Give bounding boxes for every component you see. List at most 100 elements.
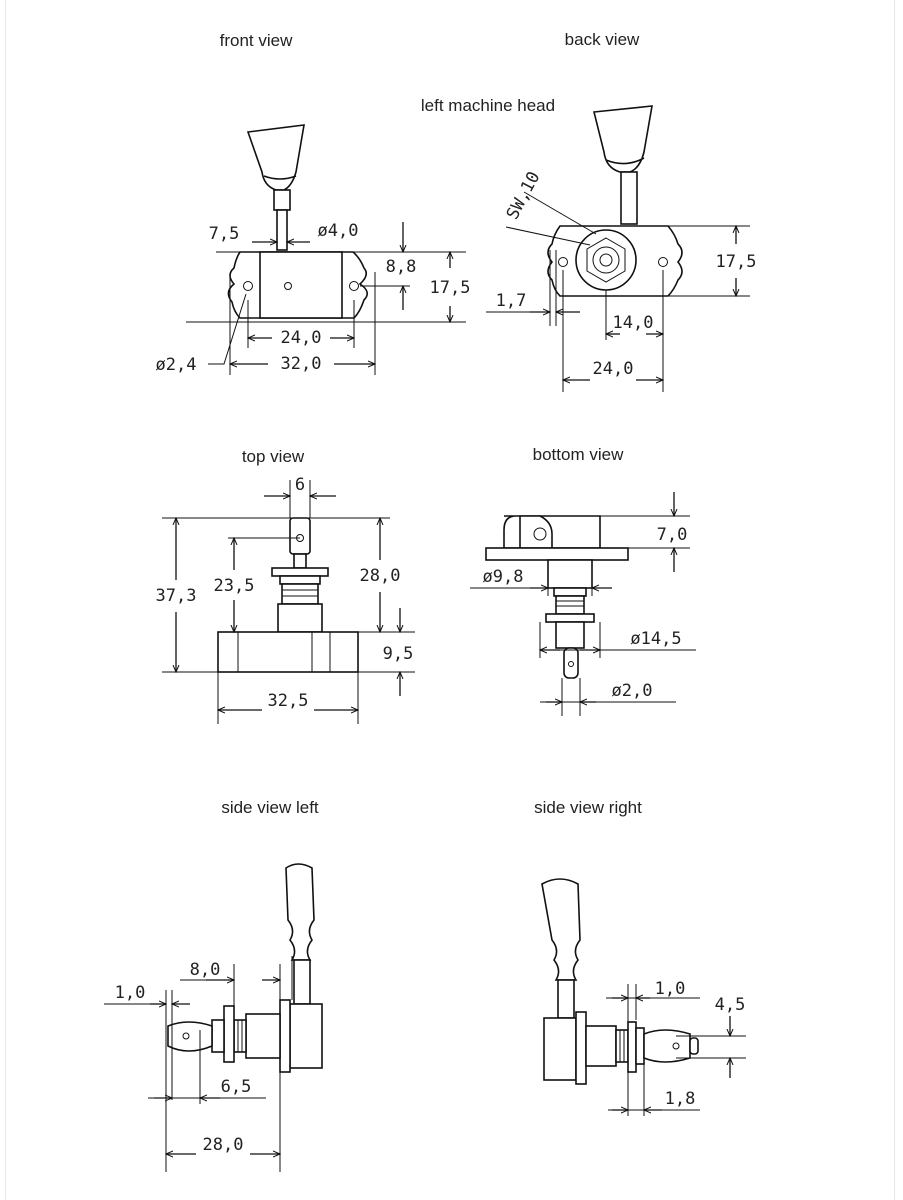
top-housing — [217, 631, 359, 673]
side-left-plate — [279, 999, 291, 1073]
front-dim-dia-2-4: ø2,4 — [156, 355, 197, 375]
front-housing — [259, 251, 343, 319]
side-right-button-shaft — [557, 979, 575, 1019]
top-view-title: top view — [242, 447, 305, 466]
side-left-button-shaft — [293, 959, 311, 1005]
top-dim-28: 28,0 — [360, 566, 401, 586]
front-screw-hole-left — [243, 281, 253, 291]
bottom-post-hole — [568, 661, 574, 667]
side-right-post-hole — [672, 1042, 680, 1050]
front-button-ferrule — [263, 175, 297, 180]
side-view-left-title: side view left — [221, 798, 319, 817]
side-view-right-title: side view right — [534, 798, 642, 817]
front-shaft-collar — [273, 189, 291, 211]
bottom-view: 7,0 ø9,8 ø14,5 ø2,0 — [470, 492, 696, 716]
top-thread — [281, 583, 319, 605]
side-left-post-hole — [182, 1032, 190, 1040]
side-right-post-tip — [689, 1037, 699, 1055]
side-right-button — [541, 878, 581, 981]
back-button-ferrule — [605, 157, 645, 165]
back-dim-1-7: 1,7 — [496, 291, 527, 311]
side-left-button — [285, 863, 315, 961]
side-right-dim-4-5: 4,5 — [715, 995, 746, 1015]
back-gear-housing — [575, 229, 637, 291]
bottom-nut — [545, 613, 595, 623]
back-post-hole — [599, 253, 613, 267]
bottom-washer — [553, 587, 587, 597]
front-dim-8-8: 8,8 — [386, 257, 417, 277]
side-right-housing — [543, 1017, 577, 1081]
front-dim-dia-4: ø4,0 — [318, 221, 359, 241]
bottom-tab — [519, 515, 553, 549]
back-dim-sw-10: SW,10 — [503, 168, 545, 223]
top-post-neck — [293, 553, 307, 569]
front-dim-32: 32,0 — [281, 354, 322, 374]
side-right-dim-1: 1,0 — [655, 979, 686, 999]
front-shaft — [276, 209, 288, 251]
front-view-title: front view — [220, 31, 293, 50]
front-dim-7-5: 7,5 — [209, 224, 240, 244]
bottom-thread — [555, 595, 585, 615]
bottom-tab-hole — [533, 527, 547, 541]
top-washer — [279, 575, 321, 585]
front-screw-hole-right — [349, 281, 359, 291]
top-post — [289, 517, 311, 555]
back-dim-17-5: 17,5 — [716, 252, 757, 272]
back-bushing — [592, 246, 620, 274]
side-view-left: 8,0 1,0 6,5 28,0 — [104, 863, 323, 1172]
side-left-housing — [289, 1003, 323, 1069]
back-view-title: back view — [565, 30, 640, 49]
side-right-washer — [635, 1027, 645, 1065]
side-view-right: 1,0 4,5 1,8 — [541, 878, 746, 1116]
front-center-dot — [284, 282, 292, 290]
side-right-nut — [627, 1021, 637, 1073]
side-right-post — [643, 1029, 691, 1063]
top-dim-23-5: 23,5 — [214, 576, 255, 596]
bottom-dim-dia-9-8: ø9,8 — [483, 567, 524, 587]
top-nut — [271, 567, 329, 577]
side-left-dim-1: 1,0 — [115, 983, 146, 1003]
bottom-bushing — [547, 559, 593, 589]
bottom-view-title: bottom view — [533, 445, 624, 464]
side-right-plate — [575, 1011, 587, 1085]
front-view: 7,5 ø4,0 8,8 17,5 24,0 32,0 ø2,4 — [156, 124, 471, 375]
top-dim-9-5: 9,5 — [383, 644, 414, 664]
side-left-bushing — [245, 1013, 281, 1059]
side-right-bushing — [585, 1025, 617, 1067]
side-left-dim-6-5: 6,5 — [221, 1077, 252, 1097]
bottom-dim-7: 7,0 — [657, 525, 688, 545]
sheet-frame — [5, 0, 895, 1200]
side-right-thread — [615, 1029, 629, 1063]
back-dim-14: 14,0 — [613, 313, 654, 333]
front-dim-24: 24,0 — [281, 328, 322, 348]
bottom-dim-dia-14-5: ø14,5 — [630, 629, 681, 649]
back-screw-hole-left — [558, 257, 568, 267]
bottom-plate — [485, 547, 629, 561]
front-button-shape — [246, 124, 305, 191]
left-machine-head-heading: left machine head — [421, 96, 555, 115]
side-right-dim-1-8: 1,8 — [665, 1089, 696, 1109]
top-dim-6: 6 — [295, 475, 305, 495]
bottom-post — [563, 647, 579, 679]
back-hex-nut — [586, 237, 626, 283]
bottom-post-base — [555, 621, 585, 649]
front-leader-dia-2-4 — [208, 293, 247, 365]
top-view: 6 37,3 23,5 28,0 9,5 32,5 — [156, 475, 415, 724]
back-shaft — [620, 171, 638, 225]
front-dim-17-5: 17,5 — [430, 278, 471, 298]
side-left-dim-28: 28,0 — [203, 1135, 244, 1155]
side-left-post — [167, 1021, 213, 1052]
side-left-nut — [223, 1005, 235, 1063]
top-bushing-base — [277, 603, 323, 633]
back-screw-hole-right — [658, 257, 668, 267]
top-dim-32-5: 32,5 — [268, 691, 309, 711]
back-dim-24: 24,0 — [593, 359, 634, 379]
top-dim-37-3: 37,3 — [156, 586, 197, 606]
back-view: SW,10 17,5 1,7 14,0 24,0 — [486, 105, 757, 392]
side-left-washer — [211, 1019, 225, 1053]
side-left-thread — [233, 1019, 247, 1053]
bottom-dim-dia-2: ø2,0 — [612, 681, 653, 701]
side-left-dim-8: 8,0 — [190, 960, 221, 980]
